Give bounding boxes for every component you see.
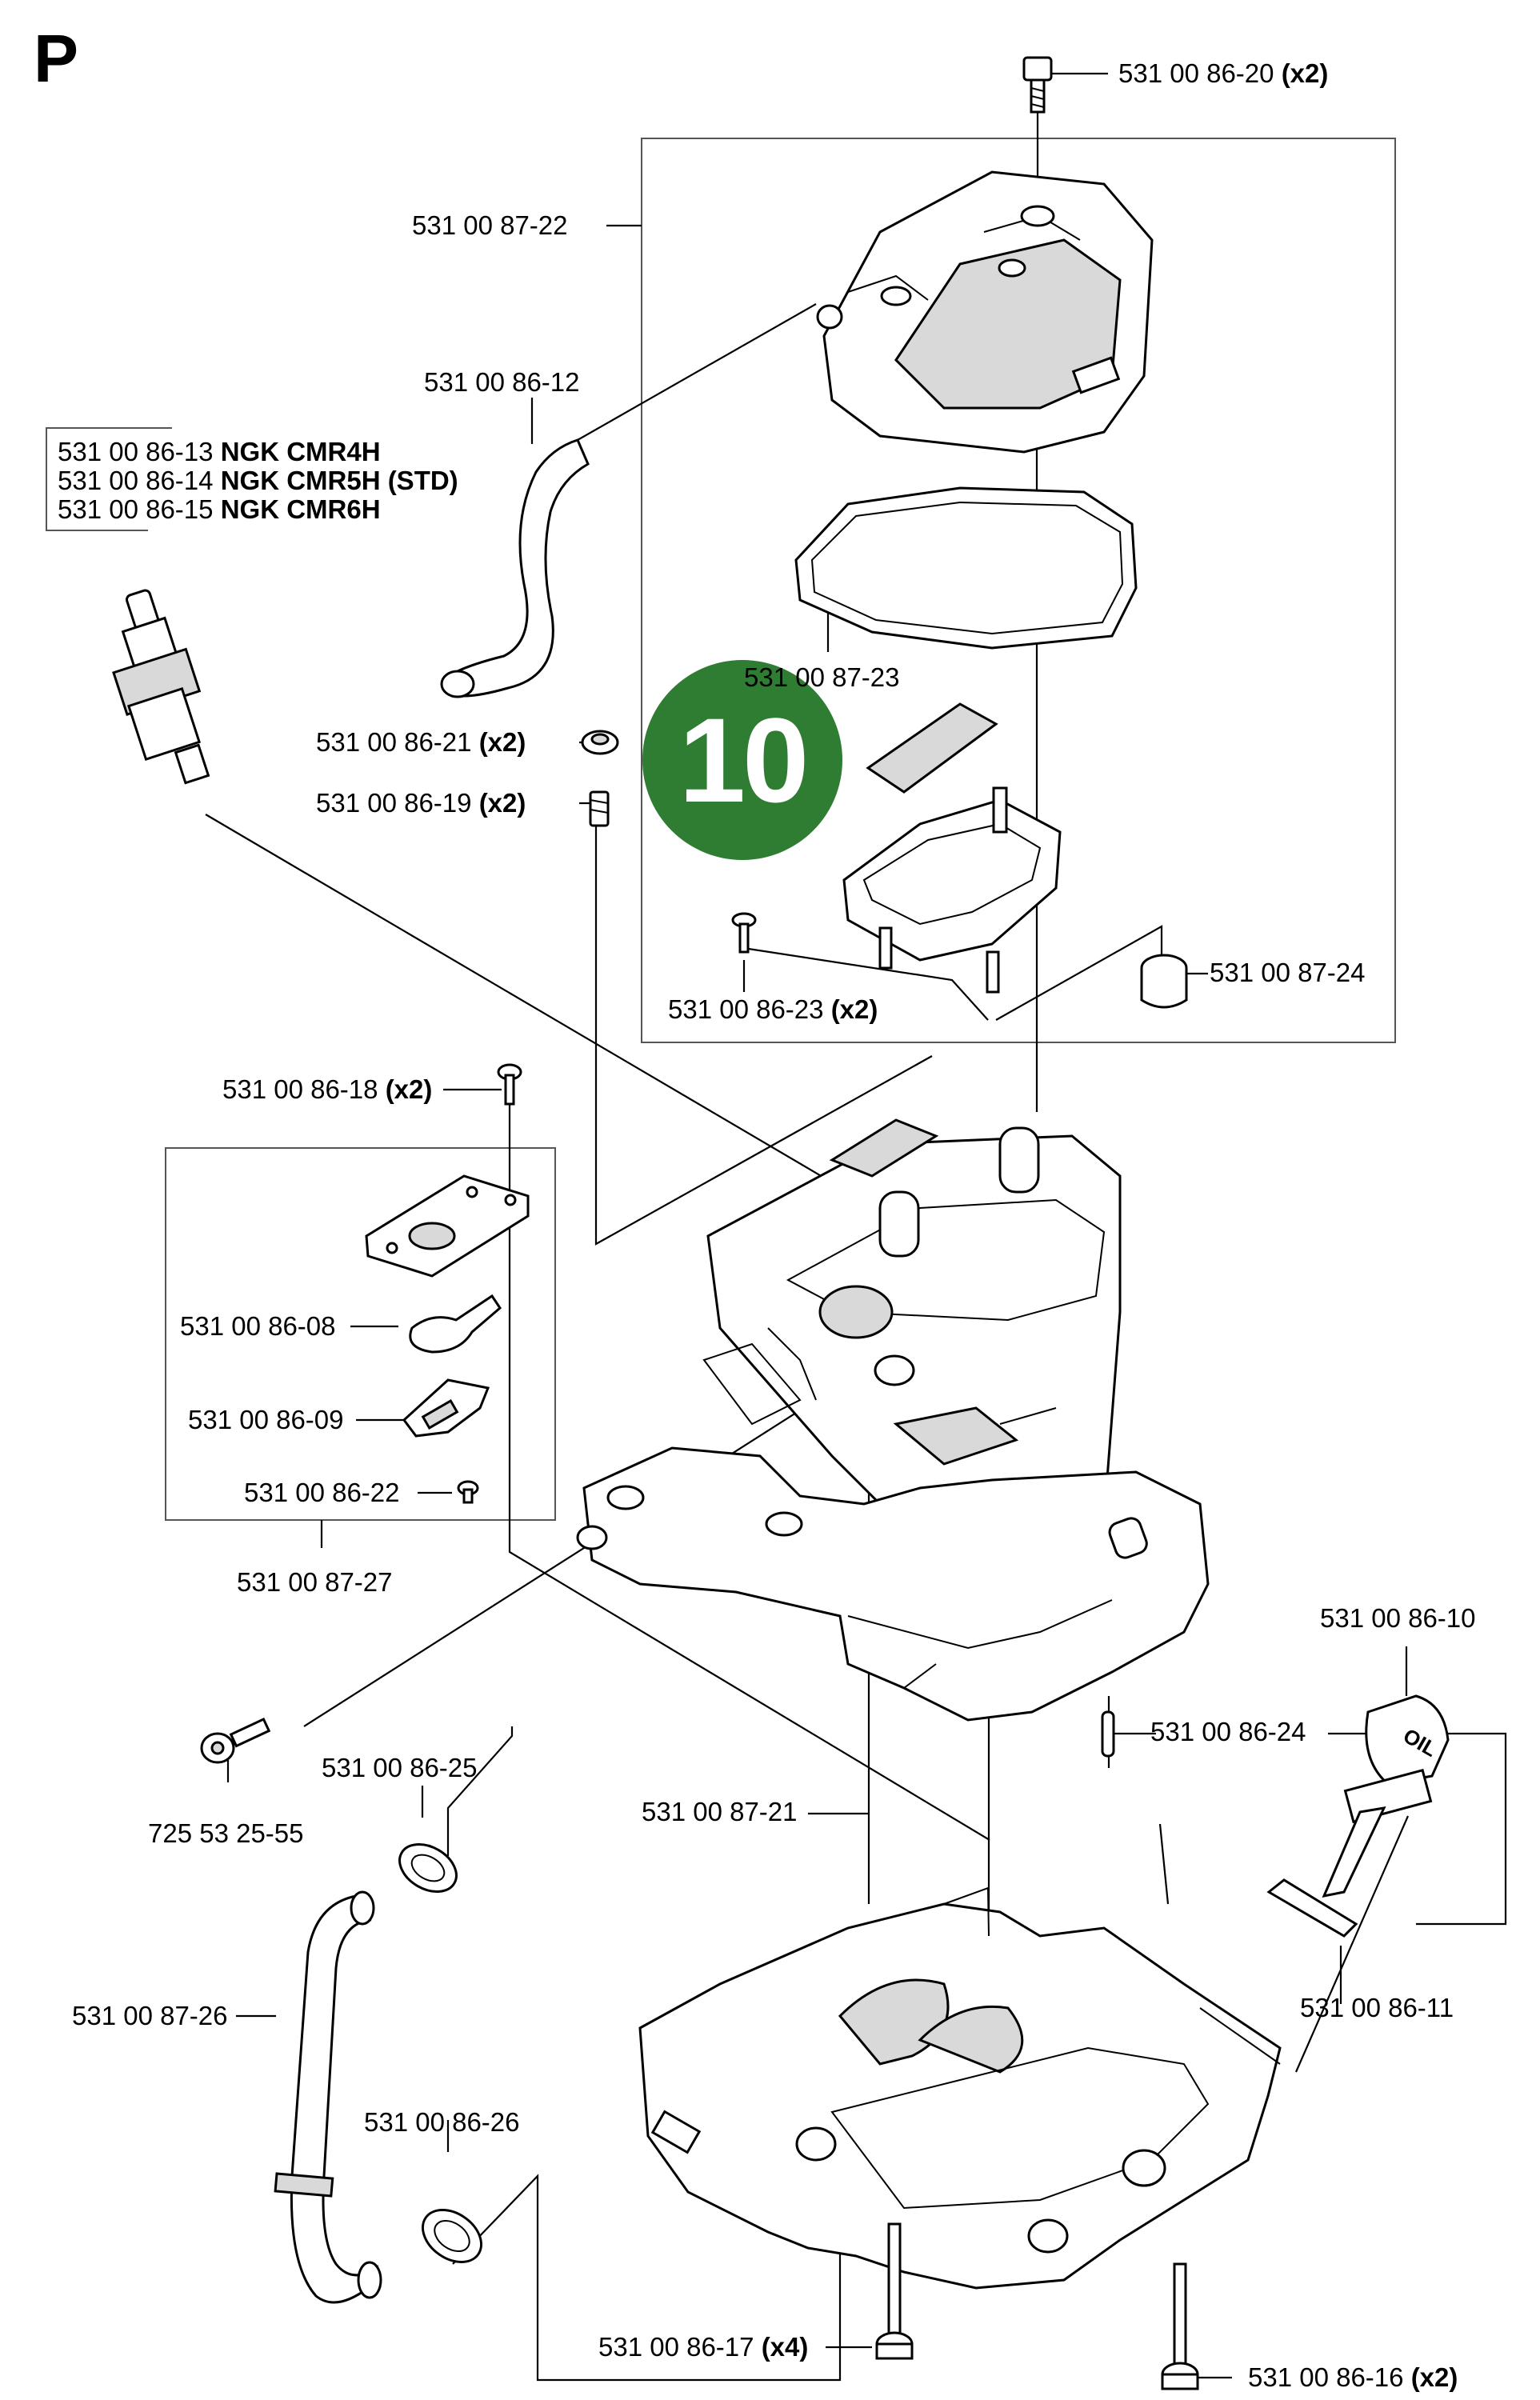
label-531-00-87-26: 531 00 87-26	[72, 2001, 228, 2030]
valve-flap-86-08	[409, 1294, 502, 1354]
label-531-00-86-21: 531 00 86-21 (x2)	[316, 727, 526, 757]
label-531-00-86-26: 531 00 86-26	[364, 2107, 520, 2137]
hose-clamp-86-26	[422, 2209, 482, 2263]
screw-86-22	[457, 1480, 479, 1504]
label-531-00-86-23: 531 00 86-23 (x2)	[668, 994, 878, 1024]
valve-cover-group-box	[641, 138, 1396, 1043]
label-531-00-86-08: 531 00 86-08	[180, 1311, 336, 1341]
breather-holder	[842, 786, 1062, 994]
bolt-86-20	[1022, 56, 1053, 114]
oil-seal-86-11	[1266, 1878, 1358, 1938]
label-531-00-86-24: 531 00 86-24	[1150, 1717, 1306, 1746]
oil-cap-86-10: OIL	[1322, 1694, 1450, 1898]
cylinder-head	[706, 1118, 1122, 1570]
label-531-00-86-25: 531 00 86-25	[322, 1753, 478, 1782]
label-531-00-86-12: 531 00 86-12	[424, 367, 580, 397]
spark-plug-option: 531 00 86-15 NGK CMR6H	[58, 494, 381, 524]
label-531-00-87-27: 531 00 87-27	[237, 1567, 393, 1597]
label-531-00-86-11: 531 00 86-11	[1300, 1993, 1454, 2022]
hose-clamp-86-25	[398, 1843, 458, 1893]
allen-bolt-725	[200, 1718, 271, 1764]
bushing-87-24	[1140, 954, 1188, 1009]
decomp-valve-group-box	[165, 1147, 556, 1521]
label-531-00-86-17: 531 00 86-17 (x4)	[598, 2332, 809, 2362]
spark-plug-label-bracket	[46, 427, 172, 531]
valve-cover-87-22	[816, 170, 1154, 454]
bolt-86-16	[1161, 2262, 1199, 2390]
filter-element	[866, 702, 998, 794]
decomp-plate	[365, 1174, 530, 1278]
valve-stop-86-09	[402, 1378, 490, 1438]
spark-plug-option: 531 00 86-14 NGK CMR5H (STD)	[58, 466, 458, 495]
spark-plug-option: 531 00 86-13 NGK CMR4H	[58, 437, 381, 466]
label-531-00-86-19: 531 00 86-19 (x2)	[316, 788, 526, 818]
label-531-00-86-16: 531 00 86-16 (x2)	[1248, 2362, 1458, 2392]
spark-plug-labels: 531 00 86-13 NGK CMR4H 531 00 86-14 NGK …	[58, 438, 458, 524]
stud-86-19	[589, 790, 610, 827]
crankcase-87-21	[638, 1886, 1282, 2290]
label-531-00-87-24: 531 00 87-24	[1210, 958, 1366, 987]
screw-86-23	[731, 912, 757, 954]
label-531-00-87-23: 531 00 87-23	[744, 662, 900, 692]
item-number-badge: 10	[642, 660, 842, 860]
engine-block	[576, 1342, 1210, 1722]
gasket-87-23	[794, 486, 1138, 650]
screw-86-18	[497, 1063, 522, 1106]
breather-hose-86-12	[440, 438, 590, 698]
bolt-86-17	[875, 2222, 914, 2360]
label-531-00-87-22: 531 00 87-22	[412, 210, 568, 240]
section-letter: P	[34, 21, 79, 96]
pin-86-24	[1101, 1710, 1115, 1758]
label-531-00-87-21: 531 00 87-21	[642, 1797, 798, 1826]
label-531-00-86-22: 531 00 86-22	[244, 1478, 400, 1507]
label-725-53-25-55: 725 53 25-55	[148, 1818, 304, 1848]
label-531-00-86-18: 531 00 86-18 (x2)	[222, 1074, 433, 1104]
label-531-00-86-20: 531 00 86-20 (x2)	[1118, 58, 1329, 88]
label-531-00-86-09: 531 00 86-09	[188, 1405, 344, 1434]
breather-tube-87-26	[274, 1890, 382, 2304]
label-531-00-86-10: 531 00 86-10	[1320, 1603, 1476, 1633]
nut-86-21	[581, 730, 619, 755]
spark-plug	[112, 589, 210, 785]
